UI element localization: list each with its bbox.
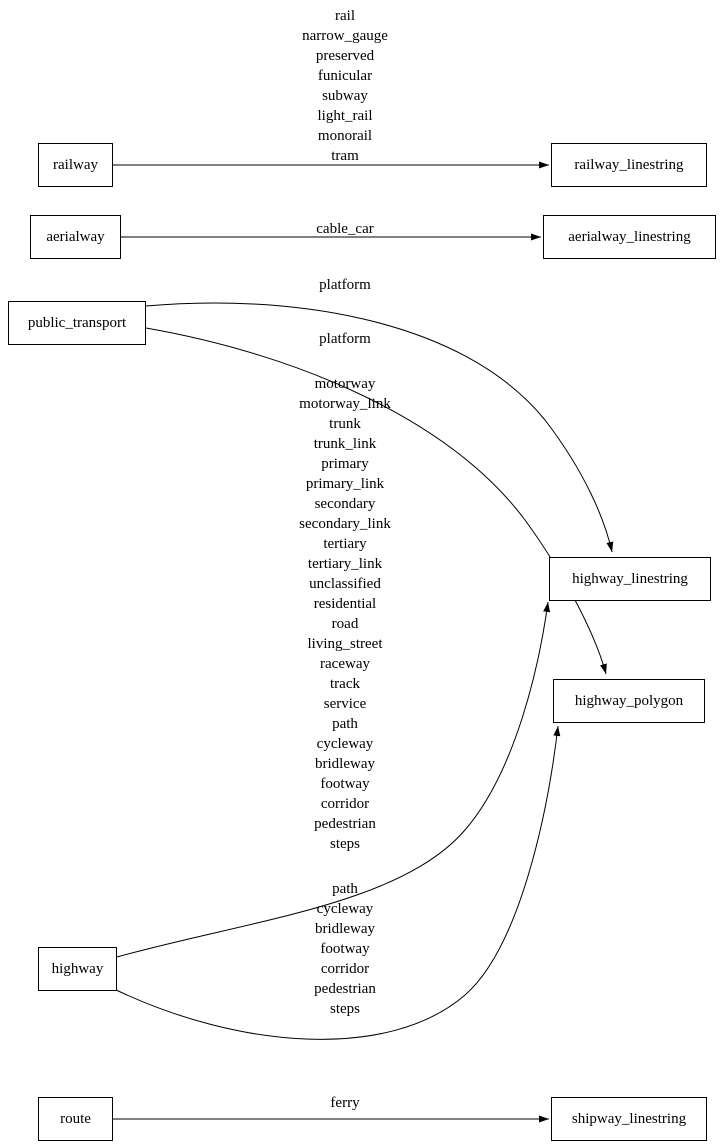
node-label: shipway_linestring	[571, 1110, 687, 1127]
node-label: highway	[51, 960, 104, 977]
edge-label: pedestrian	[314, 981, 376, 997]
edge-label: footway	[320, 776, 370, 792]
edge-label: cycleway	[316, 901, 374, 917]
edge-label: bridleway	[315, 921, 375, 937]
node-label: route	[60, 1110, 91, 1127]
edge-label: trunk	[329, 416, 361, 432]
edge-label: unclassified	[309, 576, 381, 592]
node-highway-linestring: highway_linestring	[549, 557, 711, 601]
edge-label: corridor	[320, 961, 370, 977]
node-railway: railway	[38, 143, 113, 187]
edge-label: light_rail	[317, 108, 373, 124]
node-highway: highway	[38, 947, 117, 991]
node-label: railway_linestring	[574, 156, 684, 173]
node-aerialway-linestring: aerialway_linestring	[543, 215, 716, 259]
edge-label: living_street	[307, 636, 383, 652]
edge-labels-highway-polygon: path cycleway bridleway footway corridor…	[314, 879, 376, 1019]
edge-label: corridor	[320, 796, 370, 812]
edge-labels-platform-polygon: platform	[319, 329, 371, 349]
edge-label: trunk_link	[313, 436, 377, 452]
edge-highway-to-highway-linestring	[116, 601, 551, 958]
node-shipway-linestring: shipway_linestring	[551, 1097, 707, 1141]
edge-label: platform	[319, 331, 371, 347]
edge-label: primary_link	[305, 476, 385, 492]
edge-label: funicular	[317, 68, 373, 84]
edge-public-transport-to-highway-polygon	[145, 327, 607, 675]
node-aerialway: aerialway	[30, 215, 121, 259]
edge-public-transport-to-highway-linestring	[145, 302, 614, 553]
edge-label: motorway	[314, 376, 376, 392]
edge-label: rail	[334, 8, 355, 24]
node-railway-linestring: railway_linestring	[551, 143, 707, 187]
node-label: public_transport	[27, 314, 127, 331]
edge-labels-highway-linestring: motorway motorway_link trunk trunk_link …	[299, 374, 391, 854]
edge-label: ferry	[330, 1095, 360, 1111]
node-label: railway	[53, 156, 98, 173]
edge-label: monorail	[317, 128, 373, 144]
edge-labels-railway: rail narrow_gauge preserved funicular su…	[302, 6, 388, 166]
edge-label: pedestrian	[314, 816, 376, 832]
edge-label: motorway_link	[299, 396, 391, 412]
edge-label: cycleway	[316, 736, 374, 752]
edge-labels-route: ferry	[330, 1093, 359, 1113]
edge-label: bridleway	[315, 756, 375, 772]
node-label: highway_linestring	[572, 570, 688, 587]
edge-label: service	[323, 696, 367, 712]
edge-label: preserved	[315, 48, 375, 64]
edge-label: road	[331, 616, 359, 632]
node-highway-polygon: highway_polygon	[553, 679, 705, 723]
edge-label: residential	[313, 596, 377, 612]
edge-label: footway	[320, 941, 370, 957]
edge-label: secondary	[314, 496, 376, 512]
edge-label: platform	[319, 277, 371, 293]
edge-label: narrow_gauge	[302, 28, 388, 44]
node-public-transport: public_transport	[8, 301, 146, 345]
edge-label: raceway	[320, 656, 370, 672]
edge-label: steps	[330, 836, 360, 852]
edge-label: tertiary	[323, 536, 367, 552]
node-route: route	[38, 1097, 113, 1141]
edge-label: subway	[322, 88, 368, 104]
edge-label: cable_car	[316, 221, 374, 237]
edge-label: track	[330, 676, 360, 692]
edge-label: tram	[331, 148, 359, 164]
node-label: aerialway	[46, 228, 105, 245]
edge-labels-platform-linestring: platform	[319, 275, 371, 295]
edge-label: secondary_link	[299, 516, 391, 532]
edge-label: primary	[321, 456, 369, 472]
edge-label: tertiary_link	[307, 556, 383, 572]
edge-highway-to-highway-polygon	[111, 725, 561, 1040]
edge-label: path	[332, 716, 358, 732]
node-label: highway_polygon	[574, 692, 684, 709]
edge-label: steps	[329, 1001, 360, 1017]
edge-label: path	[332, 881, 358, 897]
node-label: aerialway_linestring	[568, 228, 691, 245]
edge-labels-aerialway: cable_car	[316, 219, 373, 239]
